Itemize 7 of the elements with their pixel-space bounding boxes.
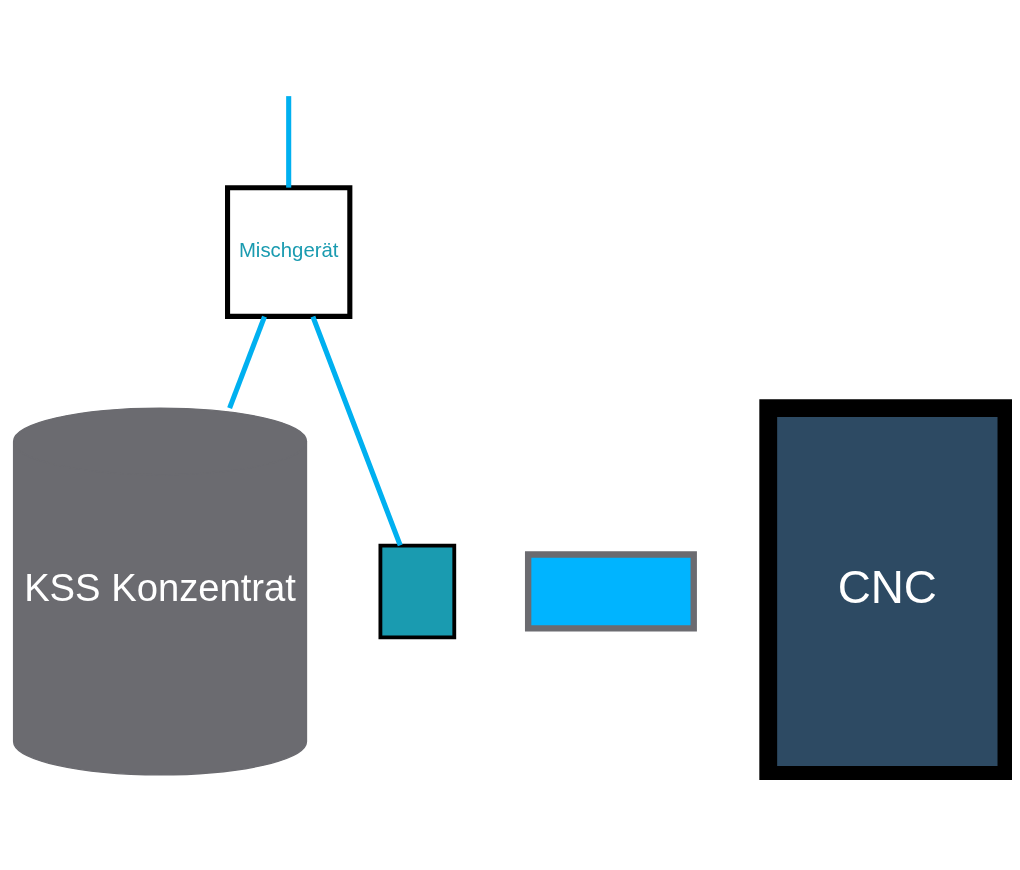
node-box [378,543,457,640]
connector [310,315,403,547]
connector [286,96,292,188]
node-box [524,551,697,632]
connector [227,315,267,409]
node-box: CNC [759,399,1012,780]
node-box: Mischgerät [225,185,353,319]
